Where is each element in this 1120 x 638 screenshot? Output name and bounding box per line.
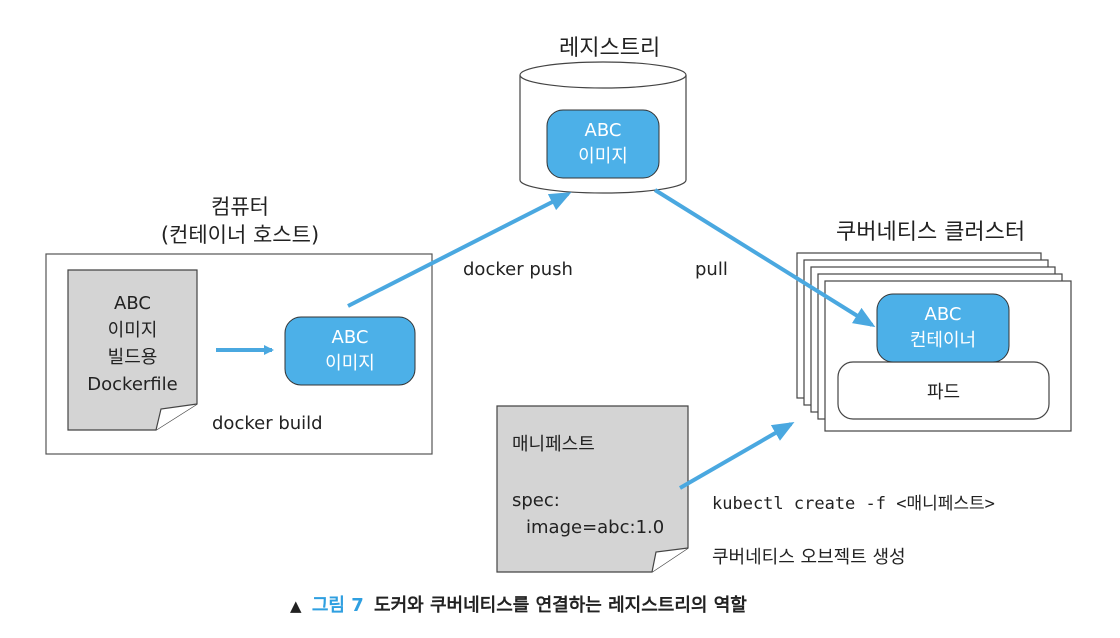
- computer-image-box: [284, 316, 416, 386]
- computer-title-line1: 컴퓨터: [211, 195, 269, 219]
- dockerfile-line3: 빌드용: [107, 347, 158, 368]
- caption-text: 도커와 쿠버네티스를 연결하는 레지스트리의 역할: [374, 595, 747, 616]
- pull-arrow: [653, 188, 876, 328]
- dockerfile-paper: [67, 269, 198, 431]
- registry-image-box: [546, 109, 660, 179]
- manifest-title: 매니페스트: [512, 434, 595, 455]
- dockerfile-label: ABC 이미지 빌드용 Dockerfile: [68, 290, 197, 398]
- caption-figure-number: 그림 7: [311, 595, 364, 616]
- dockerfile-line4: Dockerfile: [87, 374, 178, 395]
- docker-build-label: docker build: [212, 413, 323, 434]
- registry-title: 레지스트리: [559, 36, 661, 61]
- docker-push-label: docker push: [463, 259, 573, 280]
- computer-image-line1: ABC: [331, 327, 369, 348]
- dockerfile-line2: 이미지: [107, 320, 158, 341]
- pod-label: 파드: [926, 382, 961, 403]
- cluster-container-label: ABC 컨테이너: [877, 302, 1009, 354]
- registry-image-line2: 이미지: [578, 146, 628, 167]
- registry-image-label: ABC 이미지: [547, 118, 659, 170]
- computer-title: 컴퓨터 (컨테이너 호스트): [140, 193, 340, 249]
- manifest-spec-line2: image=abc:1.0: [526, 517, 665, 538]
- push-arrow: [347, 192, 572, 308]
- computer-title-line2: (컨테이너 호스트): [160, 223, 320, 247]
- computer-image-label: ABC 이미지: [285, 325, 415, 377]
- kubectl-arrow: [679, 422, 795, 490]
- cluster-container-line1: ABC: [924, 304, 962, 325]
- caption-marker: ▲: [290, 597, 302, 615]
- dockerfile-line1: ABC: [114, 293, 151, 314]
- figure-caption: ▲ 그림 7 도커와 쿠버네티스를 연결하는 레지스트리의 역할: [290, 591, 747, 617]
- cluster-container-box: [876, 293, 1010, 363]
- pull-label: pull: [695, 259, 728, 280]
- registry-image-line1: ABC: [584, 120, 622, 141]
- manifest-paper: [496, 405, 689, 573]
- kubectl-command-label: kubectl create -f <매니페스트>: [712, 494, 995, 514]
- create-object-label: 쿠버네티스 오브젝트 생성: [712, 547, 906, 568]
- cluster-title: 쿠버네티스 클러스터: [836, 220, 1026, 245]
- manifest-spec-line1: spec:: [512, 490, 560, 511]
- cluster-container-line2: 컨테이너: [909, 330, 977, 351]
- manifest-spec: spec: image=abc:1.0: [512, 487, 664, 541]
- computer-image-line2: 이미지: [325, 353, 375, 374]
